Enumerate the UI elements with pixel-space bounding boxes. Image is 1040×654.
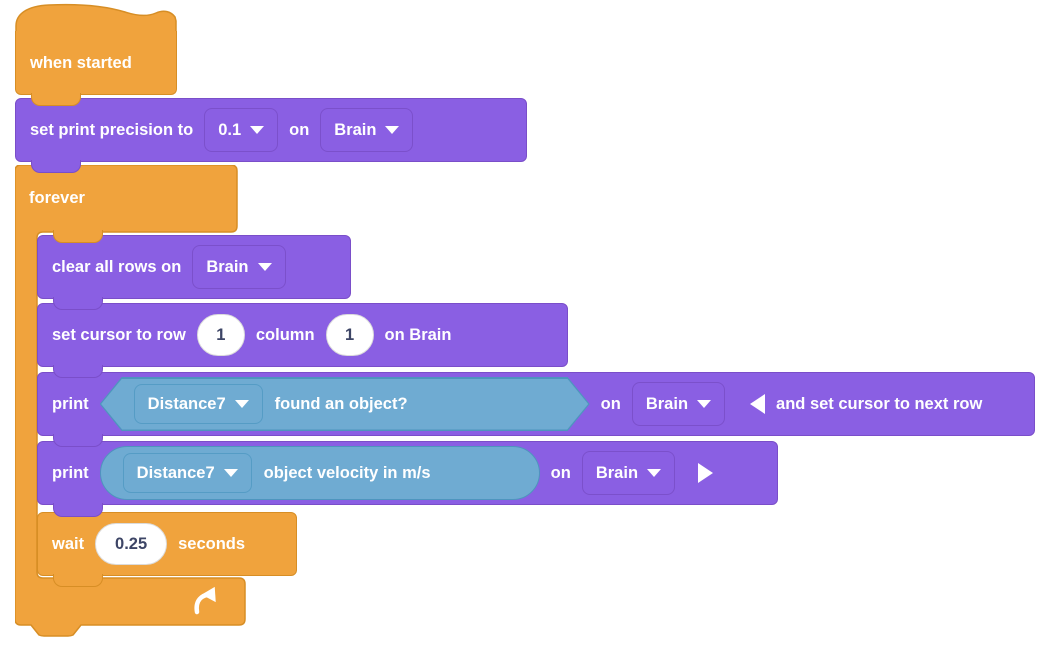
sensor-value: Distance7 xyxy=(147,394,226,413)
print-velocity-block[interactable]: print Distance7 object velocity in m/s o… xyxy=(37,441,778,505)
on-label: on xyxy=(550,463,571,482)
set-cursor-block[interactable]: set cursor to row 1 column 1 on Brain xyxy=(37,303,568,367)
connector-tab xyxy=(31,160,81,173)
device-dropdown[interactable]: Brain xyxy=(320,108,414,152)
clear-rows-text: clear all rows on xyxy=(52,257,182,276)
expand-arrow-icon[interactable] xyxy=(698,463,714,483)
set-cursor-text2: column xyxy=(255,325,315,344)
device-value: Brain xyxy=(206,257,249,276)
connector-tab xyxy=(53,434,103,447)
distance-sensor-dropdown[interactable]: Distance7 xyxy=(133,384,263,424)
chevron-down-icon xyxy=(385,126,400,134)
set-cursor-text1: set cursor to row xyxy=(52,325,186,344)
set-print-precision-text: set print precision to xyxy=(30,120,194,139)
device-value: Brain xyxy=(645,394,689,413)
expanded-option-label: and set cursor to next row xyxy=(776,394,983,413)
wait-seconds-input[interactable]: 0.25 xyxy=(95,523,168,565)
print-found-block[interactable]: print Distance7 found an object? on Brai… xyxy=(37,372,1035,436)
collapse-arrow-icon[interactable] xyxy=(750,394,766,414)
velocity-reporter[interactable]: Distance7 object velocity in m/s xyxy=(99,446,540,500)
column-input[interactable]: 1 xyxy=(325,314,374,356)
when-started-label: when started xyxy=(30,54,132,72)
connector-tab xyxy=(53,574,103,587)
forever-label-area[interactable]: forever xyxy=(15,165,237,232)
precision-value: 0.1 xyxy=(218,120,242,139)
reporter-label: found an object? xyxy=(274,394,408,413)
distance-sensor-dropdown[interactable]: Distance7 xyxy=(122,453,252,493)
set-cursor-text3: on Brain xyxy=(384,325,452,344)
print-label: print xyxy=(52,463,89,482)
connector-tab xyxy=(53,503,103,517)
loop-arrow-icon xyxy=(194,586,216,615)
forever-label: forever xyxy=(29,189,85,207)
on-label: on xyxy=(600,394,621,413)
connector-tab xyxy=(53,365,103,378)
wait-label: wait xyxy=(52,534,85,553)
seconds-label: seconds xyxy=(178,534,246,553)
wait-block[interactable]: wait 0.25 seconds xyxy=(37,512,297,576)
chevron-down-icon xyxy=(223,469,238,477)
sensor-value: Distance7 xyxy=(136,463,215,482)
connector-tab xyxy=(53,297,103,310)
set-print-precision-block[interactable]: set print precision to 0.1 on Brain xyxy=(15,98,527,162)
device-value: Brain xyxy=(334,120,377,139)
forever-block[interactable] xyxy=(15,165,247,641)
when-started-block[interactable]: when started xyxy=(15,31,177,95)
precision-dropdown[interactable]: 0.1 xyxy=(204,108,279,152)
device-dropdown[interactable]: Brain xyxy=(581,451,676,495)
connector-tab xyxy=(53,230,103,243)
when-started-hat-top[interactable] xyxy=(15,3,177,33)
chevron-down-icon xyxy=(697,400,712,408)
print-label: print xyxy=(52,394,89,413)
on-label: on xyxy=(289,120,310,139)
connector-tab xyxy=(31,93,81,106)
chevron-down-icon xyxy=(234,400,249,408)
chevron-down-icon xyxy=(257,263,272,271)
chevron-down-icon xyxy=(250,126,265,134)
device-dropdown[interactable]: Brain xyxy=(631,382,726,426)
device-value: Brain xyxy=(595,463,639,482)
reporter-label: object velocity in m/s xyxy=(263,463,431,482)
row-input[interactable]: 1 xyxy=(196,314,245,356)
chevron-down-icon xyxy=(647,469,662,477)
device-dropdown[interactable]: Brain xyxy=(192,245,286,289)
clear-rows-block[interactable]: clear all rows on Brain xyxy=(37,235,351,299)
found-object-reporter[interactable]: Distance7 found an object? xyxy=(100,377,590,431)
